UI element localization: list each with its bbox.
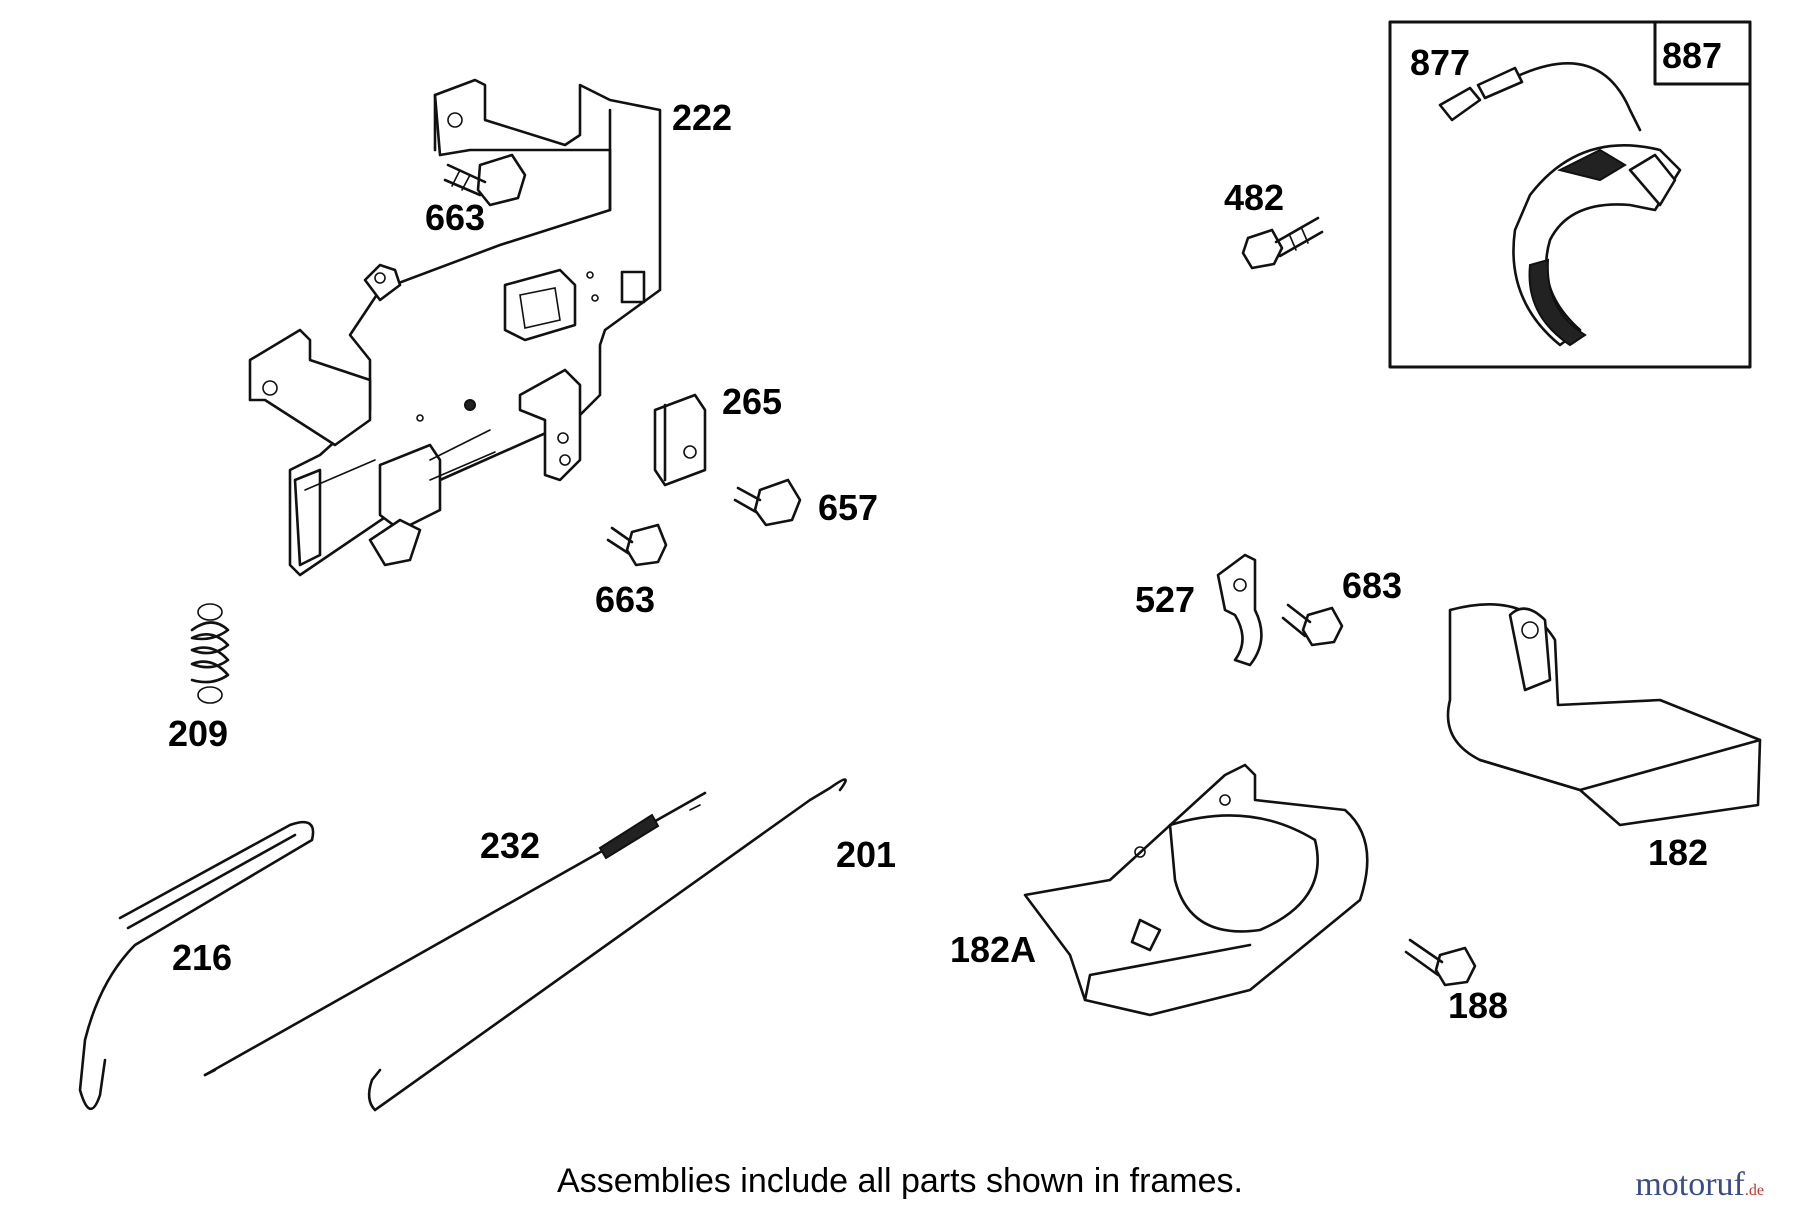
label-232: 232 [480, 825, 540, 866]
label-663-upper: 663 [425, 197, 485, 238]
part-188-bolt [1404, 938, 1477, 987]
label-209: 209 [168, 713, 228, 754]
part-182a-shroud [1023, 763, 1369, 1017]
label-877: 877 [1410, 42, 1470, 83]
label-201: 201 [836, 834, 896, 875]
part-216-link-rod [78, 820, 315, 1111]
label-663-lower: 663 [595, 579, 655, 620]
part-663-bolt-upper [443, 153, 527, 207]
part-663-bolt-lower [606, 523, 668, 567]
part-657-bolt [733, 478, 802, 527]
part-887-frame [1388, 20, 1752, 369]
part-232-spring-wire [203, 791, 707, 1077]
part-265-clip [653, 393, 707, 487]
brand-watermark: motoruf.de [1635, 1166, 1764, 1204]
label-222: 222 [672, 97, 732, 138]
part-182-shield [1446, 603, 1762, 827]
label-216: 216 [172, 937, 232, 978]
label-182: 182 [1648, 832, 1708, 873]
label-887: 887 [1662, 35, 1722, 76]
part-527-clamp [1216, 553, 1263, 667]
part-222-control-bracket [248, 78, 662, 577]
label-482: 482 [1224, 177, 1284, 218]
label-265: 265 [722, 381, 782, 422]
frame-note-caption: Assemblies include all parts shown in fr… [557, 1162, 1243, 1200]
part-683-bolt [1281, 603, 1344, 647]
part-201-rod [367, 778, 847, 1112]
brand-name: motoruf [1635, 1166, 1745, 1203]
label-657: 657 [818, 487, 878, 528]
label-527: 527 [1135, 579, 1195, 620]
part-877-ignition-wire [1438, 62, 1682, 347]
label-182a: 182A [950, 929, 1036, 970]
part-482-bolt [1241, 216, 1324, 270]
label-683: 683 [1342, 565, 1402, 606]
label-188: 188 [1448, 985, 1508, 1026]
brand-suffix: .de [1744, 1182, 1764, 1199]
part-209-spring [190, 603, 230, 704]
